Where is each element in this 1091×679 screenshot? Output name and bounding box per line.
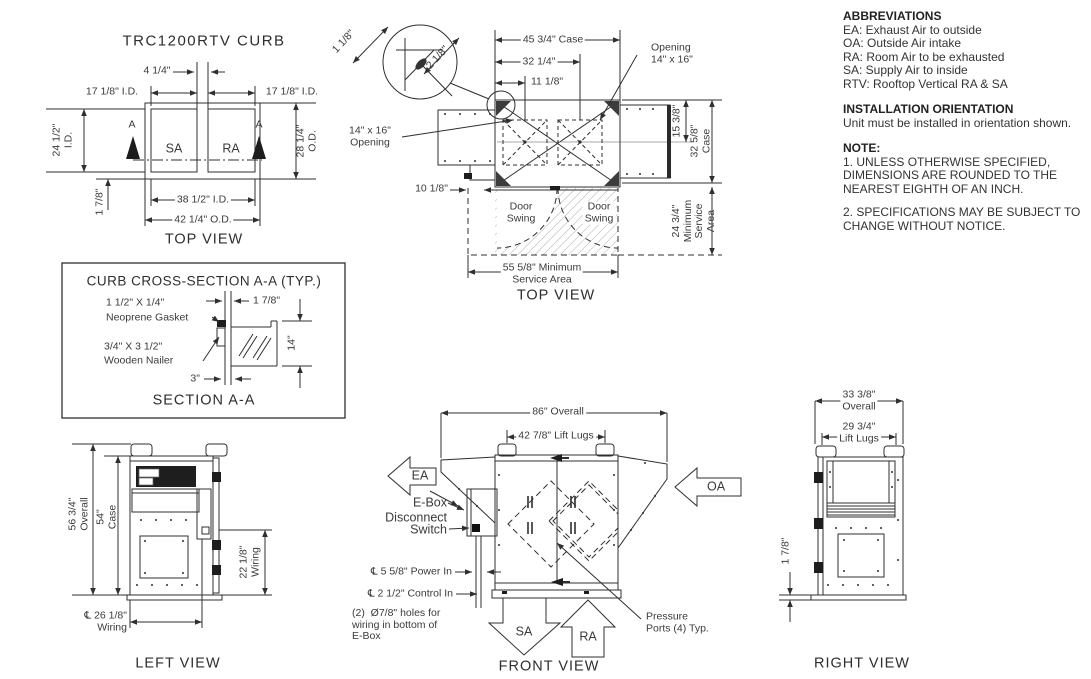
top-dim-service-side: 24 3/4" Minimum Service Area xyxy=(670,199,717,243)
section-gasket-size: 1 1/2" X 1/4" xyxy=(106,296,165,309)
left-caption: LEFT VIEW xyxy=(135,655,221,672)
curb-dim-id-left: 17 1/8" I.D. xyxy=(85,85,139,98)
top-dim-case-width: 45 3/4" Case xyxy=(520,33,586,46)
right-dim-base: 1 7/8" xyxy=(779,537,792,565)
abbreviations-section: ABBREVIATIONS EA: Exhaust Air to outside… xyxy=(843,9,1089,91)
top-label-opening-right: Opening 14" x 16" xyxy=(651,41,693,65)
top-dim-case-depth: 32 5/8" Case xyxy=(688,124,713,158)
front-label-pressure-ports: Pressure Ports (4) Typ. xyxy=(646,610,709,634)
section-title: CURB CROSS-SECTION A-A (TYP.) xyxy=(86,273,322,289)
note-item: 1. UNLESS OTHERWISE SPECIFIED, DIMENSION… xyxy=(843,154,1058,196)
section-nailer-name: Wooden Nailer xyxy=(104,354,174,367)
curb-dim-width-id: 38 1/2" I.D. xyxy=(174,193,232,206)
section-caption: SECTION A-A xyxy=(152,392,256,409)
abbreviations-title: ABBREVIATIONS xyxy=(843,9,942,23)
right-view-drawing xyxy=(779,398,907,622)
installation-title: INSTALLATION ORIENTATION xyxy=(843,102,1014,116)
right-caption: RIGHT VIEW xyxy=(814,655,910,672)
curb-section-marker-a-left: A xyxy=(128,118,136,131)
front-flow-label-ra: RA xyxy=(579,629,597,644)
left-view-drawing xyxy=(72,443,272,628)
front-dim-lift-lugs: 42 7/8" Lift Lugs xyxy=(516,429,596,442)
top-dim-11: 11 1/8" xyxy=(531,75,564,88)
curb-dim-height-id: 24 1/2" I.D. xyxy=(50,123,75,157)
note-item: 2. SPECIFICATIONS MAY BE SUBJECT TO CHAN… xyxy=(843,205,1081,233)
front-flow-label-ea: EA xyxy=(411,468,429,483)
front-dim-power-in: ℄ 5 5/8" Power In xyxy=(370,565,452,578)
front-caption: FRONT VIEW xyxy=(498,658,600,675)
top-label-door-swing-left: Door Swing xyxy=(504,200,538,225)
curb-dim-divider: 4 1/4" xyxy=(143,64,171,77)
curb-top-view-drawing xyxy=(46,62,316,226)
note-title: NOTE: xyxy=(843,141,881,155)
curb-duct-label-sa: SA xyxy=(165,141,183,156)
top-label-opening-left: 14" x 16" Opening xyxy=(349,124,391,148)
abbreviation-item: EA: Exhaust Air to outside xyxy=(843,22,982,37)
curb-dim-id-right: 17 1/8" I.D. xyxy=(265,85,319,98)
abbreviation-item: OA: Outside Air intake xyxy=(843,36,962,50)
top-dim-15: 15 3/8" xyxy=(670,104,683,138)
top-label-door-swing-right: Door Swing xyxy=(582,200,616,225)
top-caption: TOP VIEW xyxy=(516,287,596,304)
front-flow-label-sa: SA xyxy=(515,624,533,639)
section-dim-base: 3" xyxy=(190,372,200,385)
front-dim-control-in: ℄ 2 1/2" Control In xyxy=(367,587,453,600)
installation-body: Unit must be installed in orientation sh… xyxy=(843,115,1072,130)
right-dim-overall: 33 3/8" Overall xyxy=(840,388,878,413)
curb-duct-label-ra: RA xyxy=(222,141,240,156)
curb-dim-flange: 1 7/8" xyxy=(93,188,106,216)
curb-title: TRC1200RTV CURB xyxy=(122,32,286,50)
top-dim-32: 32 1/4" xyxy=(520,55,558,68)
front-dim-overall: 86" Overall xyxy=(530,405,586,418)
left-dim-case: 54" Case xyxy=(94,504,119,530)
right-dim-lift-lugs: 29 3/4" Lift Lugs xyxy=(837,420,881,445)
left-dim-wiring-bottom: ℄ 26 1/8" Wiring xyxy=(84,609,127,633)
front-label-disconnect-switch: Disconnect Switch xyxy=(385,510,447,536)
section-gasket-name: Neoprene Gasket xyxy=(106,311,189,324)
front-flow-label-oa: OA xyxy=(706,479,726,494)
note-section: NOTE: 1. UNLESS OTHERWISE SPECIFIED, DIM… xyxy=(843,141,1089,233)
left-dim-overall: 56 3/4" Overall xyxy=(66,497,91,531)
curb-section-marker-a-right: A xyxy=(255,118,263,131)
top-dim-service-bottom: 55 5/8" Minimum Service Area xyxy=(500,261,584,286)
section-dim-height: 14" xyxy=(285,335,298,351)
abbreviation-item: SA: Supply Air to inside xyxy=(843,63,968,77)
abbreviation-item: RTV: Rooftop Vertical RA & SA xyxy=(843,76,1008,91)
top-dim-10: 10 1/8" xyxy=(415,182,448,195)
curb-caption: TOP VIEW xyxy=(164,231,244,248)
left-dim-wiring-side: 22 1/8" Wiring xyxy=(237,545,262,579)
installation-section: INSTALLATION ORIENTATION Unit must be in… xyxy=(843,102,1089,130)
front-label-ebox: E-Box xyxy=(412,495,447,510)
section-nailer-size: 3/4" X 3 1/2" xyxy=(104,340,163,353)
section-aa-drawing xyxy=(61,262,346,419)
curb-dim-width-od: 42 1/4" O.D. xyxy=(172,213,234,226)
notes-panel: ABBREVIATIONS EA: Exhaust Air to outside… xyxy=(843,9,1089,245)
front-note-wiring-holes: (2) Ø7/8" holes for wiring in bottom of … xyxy=(352,606,441,642)
section-dim-flange: 1 7/8" xyxy=(253,294,281,307)
curb-dim-height-od: 28 1/4" O.D. xyxy=(294,124,319,158)
abbreviation-item: RA: Room Air to be exhausted xyxy=(843,49,1005,64)
